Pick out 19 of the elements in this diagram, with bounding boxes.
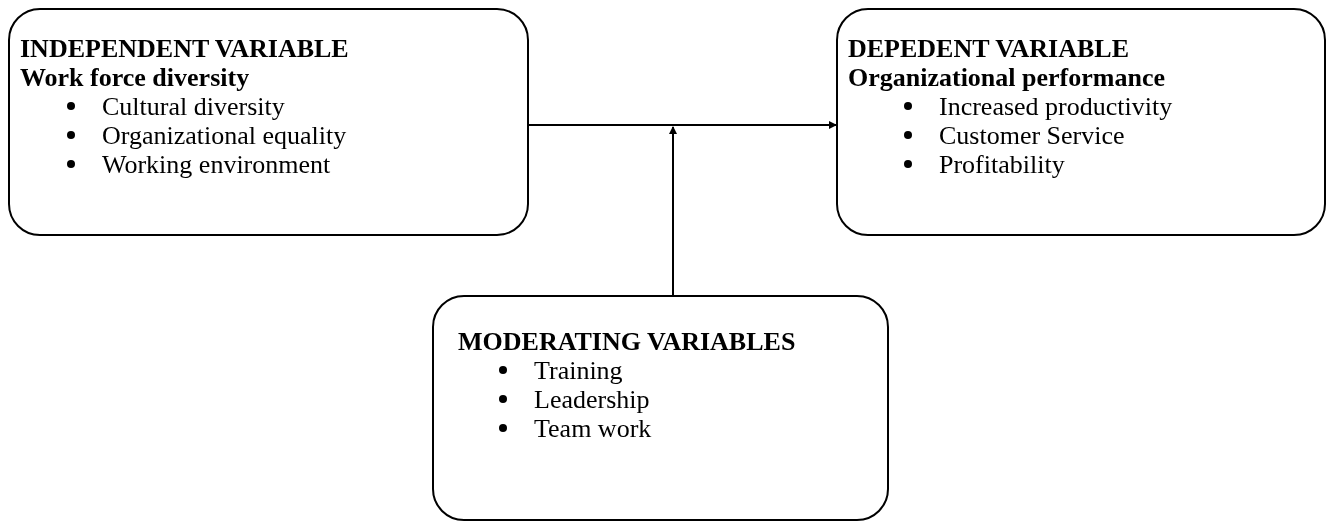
- list-item: Increased productivity: [939, 92, 1173, 121]
- list-item: Customer Service: [939, 121, 1125, 150]
- rounded-box: [8, 8, 529, 236]
- list-item: Profitability: [939, 150, 1065, 179]
- list-item: Cultural diversity: [102, 92, 285, 121]
- heading: Organizational performance: [848, 63, 1166, 92]
- heading: Work force diversity: [20, 63, 251, 92]
- rounded-box: [432, 295, 889, 521]
- list-item: Training: [534, 356, 623, 385]
- rounded-box: [836, 8, 1326, 236]
- list-item: Working environment: [102, 150, 331, 179]
- list-item: Organizational equality: [102, 121, 347, 150]
- list-item: Leadership: [534, 385, 650, 414]
- arrow: [528, 121, 837, 129]
- arrow: [669, 126, 677, 296]
- list-item: Team work: [534, 414, 652, 443]
- heading: MODERATING VARIABLES: [458, 327, 797, 356]
- heading: INDEPENDENT VARIABLE: [20, 34, 350, 63]
- heading: DEPEDENT VARIABLE: [848, 34, 1131, 63]
